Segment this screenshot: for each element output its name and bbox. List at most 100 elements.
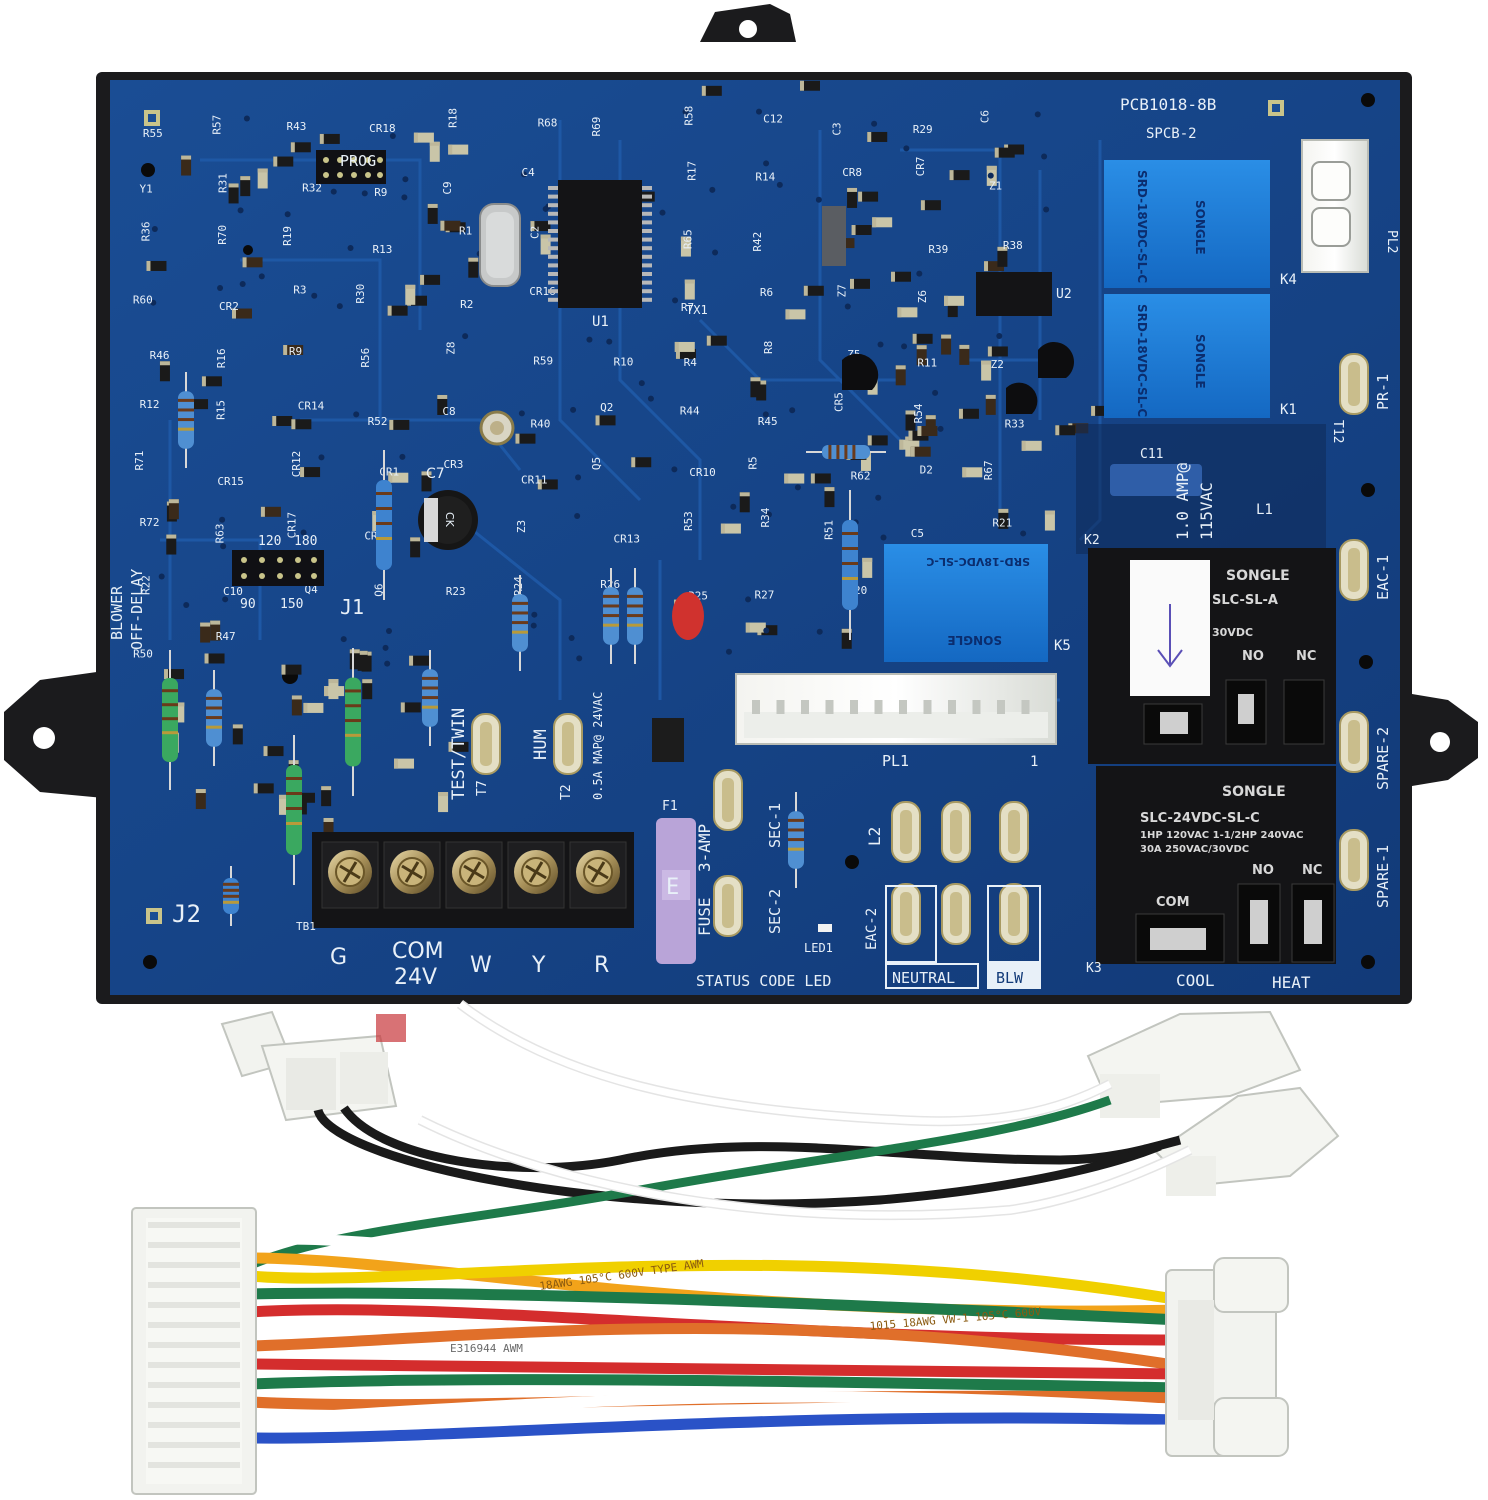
heat-label: HEAT	[1272, 973, 1311, 992]
rating-1: 1.0 AMP@	[1173, 463, 1192, 540]
inductor-c1	[652, 718, 684, 762]
designator-label: R67	[982, 460, 995, 480]
designator-label: R40	[530, 417, 550, 430]
designator-label: R60	[133, 294, 153, 307]
k2-dc: 30VDC	[1212, 626, 1253, 639]
k5-model: SRD-18VDC-SL-C	[926, 555, 1030, 568]
k3-nc: NC	[1302, 863, 1322, 878]
k2-no: NO	[1242, 649, 1264, 664]
designator-label: R6	[760, 286, 773, 299]
neutral-blw-block	[885, 885, 1041, 989]
fuse-f1: E F1 FUSE 3-AMP	[656, 799, 714, 964]
j1-label: J1	[340, 595, 364, 619]
t2-label: T2	[559, 784, 574, 800]
k1-brand: SONGLE	[1193, 334, 1207, 389]
designator-label: R9	[289, 345, 302, 358]
designator-label: R43	[287, 120, 307, 133]
sec2-label: SEC-2	[766, 889, 784, 934]
t12-label: T12	[1330, 420, 1345, 443]
u2-label: U2	[1056, 287, 1072, 302]
designator-label: R23	[446, 585, 466, 598]
designator-label: R50	[133, 647, 153, 660]
designator-label: C9	[441, 181, 454, 194]
designator-label: R59	[533, 355, 553, 368]
designator-label: R46	[150, 349, 170, 362]
designator-label: R1	[459, 225, 472, 238]
designator-label: R10	[613, 356, 633, 369]
designator-label: R70	[216, 225, 229, 245]
spare2-label: SPARE-2	[1374, 727, 1392, 790]
test-twin-label: TEST/TWIN	[449, 708, 469, 800]
designator-label: Z8	[445, 341, 458, 354]
designator-label: CR2	[219, 300, 239, 313]
designator-label: R15	[215, 400, 228, 420]
designator-label: R2	[460, 298, 473, 311]
j2-label: J2	[172, 900, 201, 928]
designator-label: R12	[140, 398, 160, 411]
designator-label: CR5	[832, 392, 845, 412]
harness-top-connector	[220, 1010, 406, 1122]
relay-k3: SONGLE SLC-24VDC-SL-C 1HP 120VAC 1-1/2HP…	[1086, 766, 1336, 976]
designator-label: R17	[685, 161, 698, 181]
electrolytic-capacitor-c7: CK C7	[418, 466, 478, 550]
relay-k4: SRD-18VDC-SL-C SONGLE K4	[1104, 160, 1297, 288]
harness-left-connector	[131, 1207, 257, 1495]
designator-label: Q2	[600, 401, 613, 414]
k1-model: SRD-18VDC-SL-C	[1135, 304, 1149, 417]
designator-label: Q4	[305, 583, 319, 596]
terminal-r: R	[594, 953, 609, 978]
designator-label: R51	[822, 520, 835, 540]
designator-label: R11	[917, 357, 937, 370]
designator-label: R63	[213, 523, 226, 543]
fuse-rating: 3-AMP	[695, 824, 714, 872]
capacitor-c11	[1110, 464, 1202, 496]
ic-u2: U2	[976, 272, 1072, 316]
sec1-label: SEC-1	[766, 803, 784, 848]
k3-com: COM	[1156, 895, 1190, 910]
rating-2: 115VAC	[1197, 482, 1216, 540]
fuse-label: FUSE	[695, 897, 714, 936]
pl1-label: PL1	[882, 752, 909, 770]
connector-pl2: PL2	[1301, 139, 1399, 273]
designator-label: C12	[763, 113, 783, 126]
cable-print-3: E316944 AWM	[450, 1342, 523, 1355]
c7-cap-line1: CK	[443, 512, 456, 528]
designator-label: CR10	[689, 466, 716, 479]
designator-label: R42	[751, 232, 764, 252]
delay-90: 90	[240, 597, 256, 612]
designator-label: R9	[374, 186, 387, 199]
connector-pl1: PL1 1	[735, 673, 1057, 770]
designator-label: R29	[913, 123, 933, 136]
tb1-label: TB1	[296, 920, 316, 933]
terminal-com-24v: 24V	[394, 965, 437, 990]
microcontroller-u1: U1	[548, 180, 652, 330]
delay-120: 120	[258, 534, 281, 549]
off-delay-label: OFF-DELAY	[128, 569, 146, 650]
designator-label: R71	[133, 451, 146, 471]
cool-label: COOL	[1176, 971, 1215, 990]
designator-label: R31	[217, 173, 230, 193]
designator-label: C10	[223, 585, 243, 598]
designator-label: R65	[681, 229, 694, 249]
terminal-com: COM	[392, 939, 444, 964]
delay-150: 150	[280, 597, 303, 612]
designator-label: R30	[354, 284, 367, 304]
designator-label: R14	[755, 170, 775, 183]
k3-model: SLC-24VDC-SL-C	[1140, 811, 1260, 826]
designator-label: Q6	[373, 583, 386, 596]
designator-label: R55	[143, 127, 163, 140]
designator-label: R68	[538, 117, 558, 130]
crystal-y1	[479, 203, 521, 287]
k3-rating-1: 1HP 120VAC 1-1/2HP 240VAC	[1140, 830, 1304, 841]
part-number: PCB1018-8B	[1120, 95, 1216, 114]
k5-brand: SONGLE	[947, 633, 1002, 647]
k3-no: NO	[1252, 863, 1274, 878]
designator-label: CR15	[217, 475, 244, 488]
designator-label: CR17	[286, 512, 299, 539]
mounting-holes	[141, 93, 1375, 969]
eac2-label: EAC-2	[864, 908, 880, 950]
k2-model: SLC-SL-A	[1212, 593, 1278, 608]
quick-connect-tabs	[471, 353, 1369, 945]
designator-label: R32	[302, 181, 322, 194]
neutral-label: NEUTRAL	[892, 969, 955, 987]
